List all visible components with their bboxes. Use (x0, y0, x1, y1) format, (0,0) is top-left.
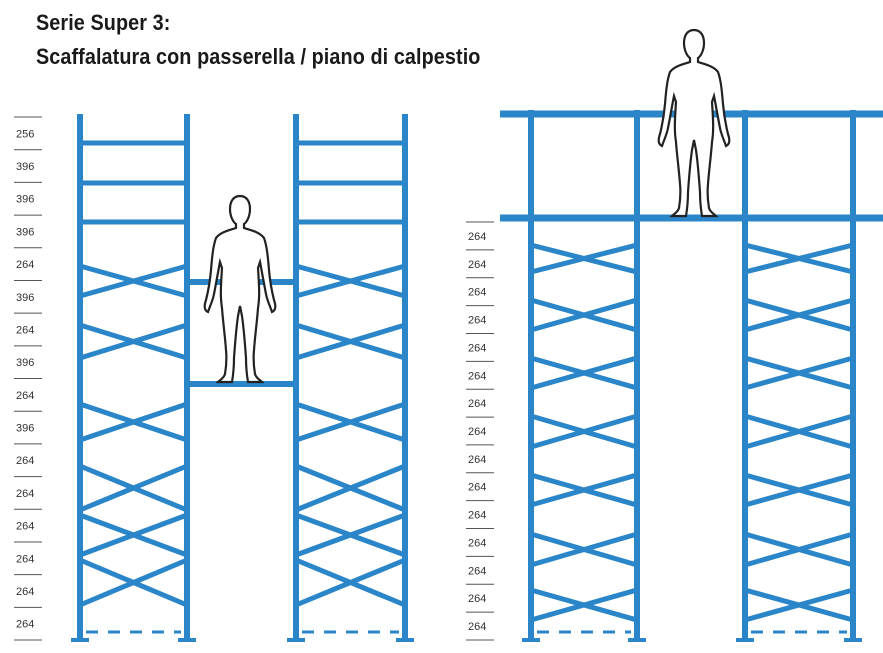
cross-brace (530, 531, 638, 568)
dimension-label: 264 (468, 537, 486, 549)
dimension-label: 264 (16, 455, 34, 467)
cross-brace (530, 242, 638, 275)
cross-brace (744, 355, 854, 391)
cross-brace (295, 557, 406, 608)
cross-brace (744, 531, 854, 568)
cross-brace (530, 413, 638, 450)
dimension-label: 396 (16, 226, 34, 238)
dimension-label: 264 (16, 553, 34, 565)
dimension-label: 396 (16, 423, 34, 435)
dimension-label: 264 (468, 482, 486, 494)
dimension-label: 264 (468, 259, 486, 271)
dimension-label: 396 (16, 161, 34, 173)
dimension-label: 264 (468, 398, 486, 410)
dimension-label: 264 (468, 315, 486, 327)
cross-brace (530, 472, 638, 508)
dimension-label: 264 (16, 488, 34, 500)
cross-brace (295, 263, 406, 299)
cross-brace (295, 401, 406, 443)
cross-brace (295, 322, 406, 361)
cross-brace (79, 263, 188, 299)
cross-brace (744, 472, 854, 508)
dimension-label: 264 (468, 510, 486, 522)
dimension-label: 264 (468, 287, 486, 299)
dimension-label: 396 (16, 292, 34, 304)
cross-brace (744, 413, 854, 450)
cross-brace (295, 463, 406, 513)
human-figure-walkway (203, 194, 277, 384)
dimension-label: 256 (16, 128, 34, 140)
cross-brace (530, 297, 638, 333)
cross-brace (79, 322, 188, 361)
dimension-label: 264 (16, 390, 34, 402)
dimension-label: 396 (16, 194, 34, 206)
cross-brace (295, 512, 406, 558)
dimension-label: 264 (468, 342, 486, 354)
page-title: Serie Super 3: (36, 10, 171, 35)
dimension-label: 264 (16, 259, 34, 271)
cross-brace (79, 463, 188, 513)
dimension-label: 264 (468, 593, 486, 605)
cross-brace (530, 355, 638, 391)
cross-brace (530, 587, 638, 623)
page-subtitle: Scaffalatura con passerella / piano di c… (36, 44, 481, 69)
cross-brace (744, 297, 854, 333)
dimension-label: 264 (16, 619, 34, 631)
dimension-label: 264 (468, 231, 486, 243)
dimension-label: 396 (16, 357, 34, 369)
dimension-label: 264 (468, 454, 486, 466)
dimension-label: 264 (468, 426, 486, 438)
human-figure-top-deck (657, 28, 731, 218)
cross-brace (79, 512, 188, 558)
dimension-label: 264 (468, 565, 486, 577)
cross-brace (79, 557, 188, 608)
dimension-label: 264 (16, 521, 34, 533)
dimension-label: 264 (16, 586, 34, 598)
dimension-label: 264 (468, 621, 486, 633)
dimension-label: 264 (468, 370, 486, 382)
cross-brace (744, 587, 854, 623)
dimension-label: 264 (16, 324, 34, 336)
cross-brace (79, 401, 188, 443)
cross-brace (744, 242, 854, 275)
